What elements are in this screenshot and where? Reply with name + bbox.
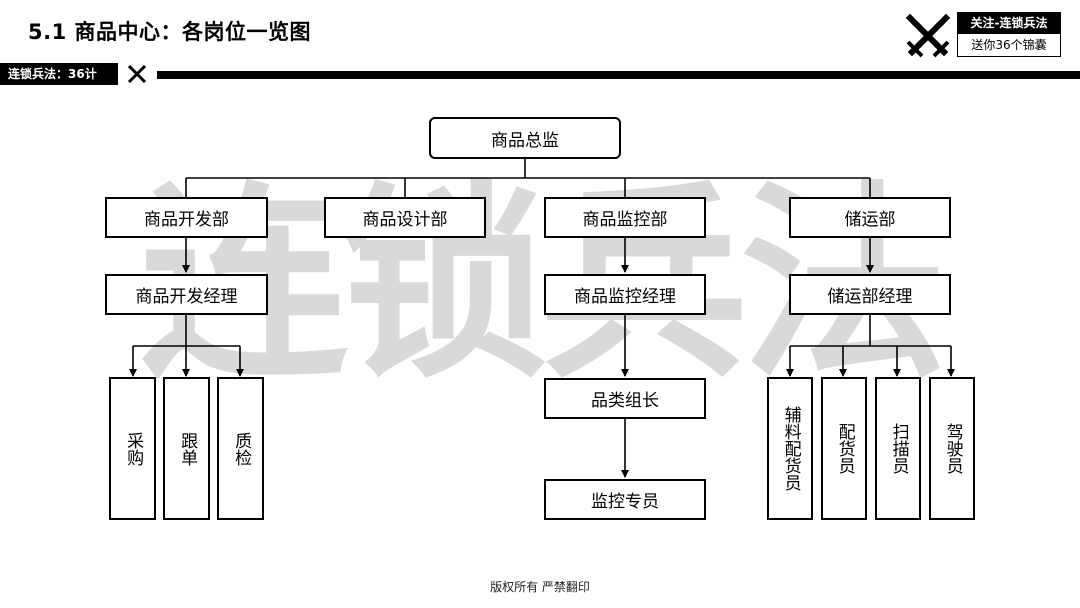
header-divider: [157, 71, 1080, 79]
node-dept-development: 商品开发部: [105, 197, 268, 238]
page-title: 5.1 商品中心：各岗位一览图: [28, 20, 312, 44]
badge-top-label: 关注-连锁兵法: [957, 12, 1061, 34]
node-dept-design: 商品设计部: [324, 197, 486, 238]
brand-tag: 连锁兵法：36计: [0, 63, 118, 85]
node-monitoring-specialist: 监控专员: [544, 479, 706, 520]
badge-bottom-label: 送你36个锦囊: [957, 34, 1061, 57]
node-role-driver: 驾驶员: [929, 377, 975, 520]
node-role-picker: 配货员: [821, 377, 867, 520]
node-role-scanner: 扫描员: [875, 377, 921, 520]
node-role-purchasing: 采购: [109, 377, 156, 520]
node-root: 商品总监: [429, 117, 621, 159]
node-role-accessory-picker: 辅料配货员: [767, 377, 813, 520]
follow-badge[interactable]: 关注-连锁兵法 送你36个锦囊: [957, 12, 1061, 57]
node-dept-logistics: 储运部: [789, 197, 951, 238]
node-role-quality-check: 质检: [217, 377, 264, 520]
node-manager-logistics: 储运部经理: [789, 274, 951, 315]
node-role-follow-up: 跟单: [163, 377, 210, 520]
crossed-swords-small-icon: [126, 63, 148, 85]
node-category-lead: 品类组长: [544, 378, 706, 419]
node-manager-monitoring: 商品监控经理: [544, 274, 706, 315]
copyright-footer: 版权所有 严禁翻印: [490, 580, 590, 594]
node-manager-development: 商品开发经理: [105, 274, 268, 315]
node-dept-monitoring: 商品监控部: [544, 197, 706, 238]
crossed-swords-logo-icon: [904, 12, 952, 60]
